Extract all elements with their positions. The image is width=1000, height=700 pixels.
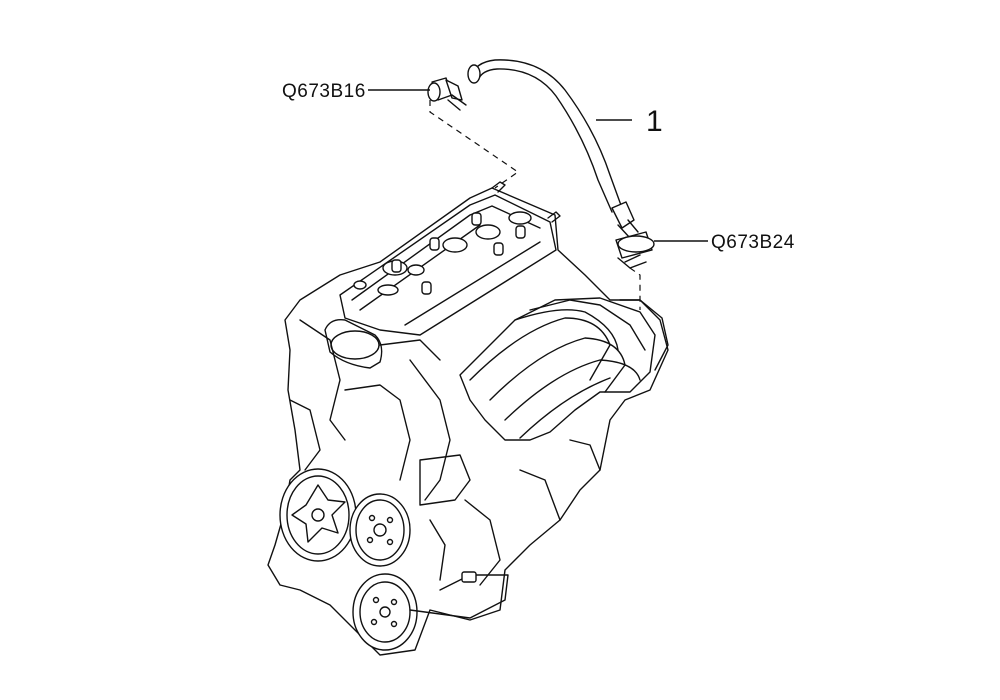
hose-clamp-top — [427, 77, 467, 111]
assembly-line-top — [429, 100, 520, 189]
intake-manifold — [459, 297, 669, 441]
assembly-line-bottom — [629, 267, 641, 310]
crank-pulley — [279, 468, 357, 562]
callout-clamp-top: Q673B16 — [282, 81, 366, 102]
spark-plug-wells — [353, 211, 532, 296]
callout-clamp-bottom: Q673B24 — [711, 232, 795, 253]
breather-hose — [467, 59, 639, 239]
engine-block — [267, 181, 669, 656]
pump-pulley — [349, 493, 411, 567]
callout-hose-number: 1 — [646, 105, 663, 138]
lower-pulley — [352, 573, 418, 651]
hose-clamp-bottom — [615, 231, 655, 269]
